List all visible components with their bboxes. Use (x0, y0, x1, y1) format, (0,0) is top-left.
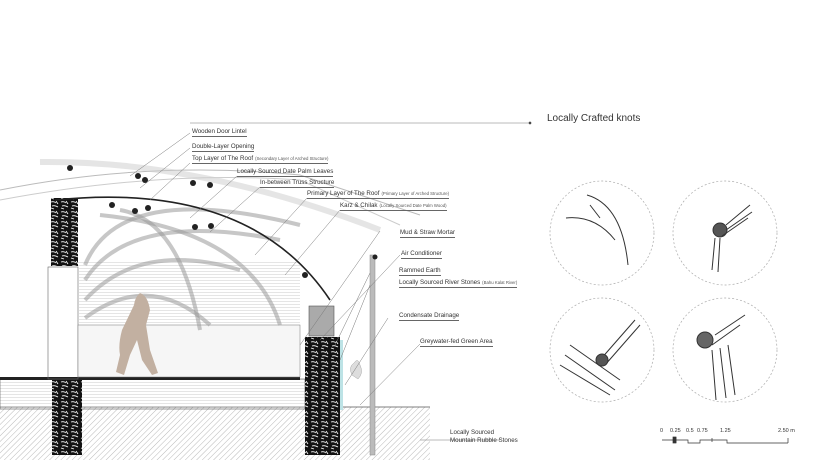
bundle-end-knot-icon (712, 222, 728, 238)
label-wooden-door-lintel: Wooden Door Lintel (192, 128, 247, 137)
bottom-label-line2: Mountain Rubble Stones (450, 437, 518, 444)
knot-detail-circles (549, 180, 778, 403)
label-primary-layer-roof: Primary Layer of The Roof(Primary Layer … (307, 190, 450, 199)
label-greywater-green-area: Greywater-fed Green Area (420, 338, 493, 347)
page-title: Locally Crafted knots (547, 113, 641, 124)
label-air-conditioner: Air Conditioner (401, 250, 442, 259)
label-double-layer-opening: Double-Layer Opening (192, 143, 255, 152)
knot-markers (67, 165, 378, 278)
scale-tick-025: 0.25 (670, 428, 681, 434)
label-truss-structure: In-between Truss Structure (260, 179, 335, 188)
label-condensate-drainage: Condensate Drainage (399, 312, 460, 321)
human-figure (116, 293, 158, 375)
lashed-cross-knot-icon (559, 344, 621, 396)
scale-tick-05: 0.5 (686, 428, 694, 434)
leader-lines (129, 121, 532, 441)
air-conditioner-unit (308, 305, 335, 337)
label-karz-chilak: Karz & Chilak(Locally Sourced Date Palm … (340, 202, 447, 211)
label-top-layer-roof: Top Layer of The Roof(Secondary Layer of… (192, 155, 329, 164)
label-date-palm-leaves: Locally Sourced Date Palm Leaves (237, 168, 334, 177)
scale-tick-075: 0.75 (697, 428, 708, 434)
scale-bar (662, 436, 789, 444)
label-mud-straw-mortar: Mud & Straw Mortar (400, 229, 456, 238)
label-river-stones: Locally Sourced River Stones(Bahu Kalat … (399, 279, 518, 288)
label-rammed-earth: Rammed Earth (399, 267, 441, 276)
roof-arches (83, 207, 301, 331)
scale-tick-125: 1.25 (720, 428, 731, 434)
label-mountain-rubble-stones: Locally Sourced Mountain Rubble Stones (450, 429, 518, 445)
bottom-label-line1: Locally Sourced (450, 429, 495, 436)
stone-walls (47, 198, 376, 456)
scale-tick-0: 0 (660, 428, 664, 434)
arched-truss-joint-icon (586, 194, 629, 266)
scale-tick-250: 2.50 m (778, 428, 795, 434)
bundle-column-knot-icon (696, 331, 714, 349)
